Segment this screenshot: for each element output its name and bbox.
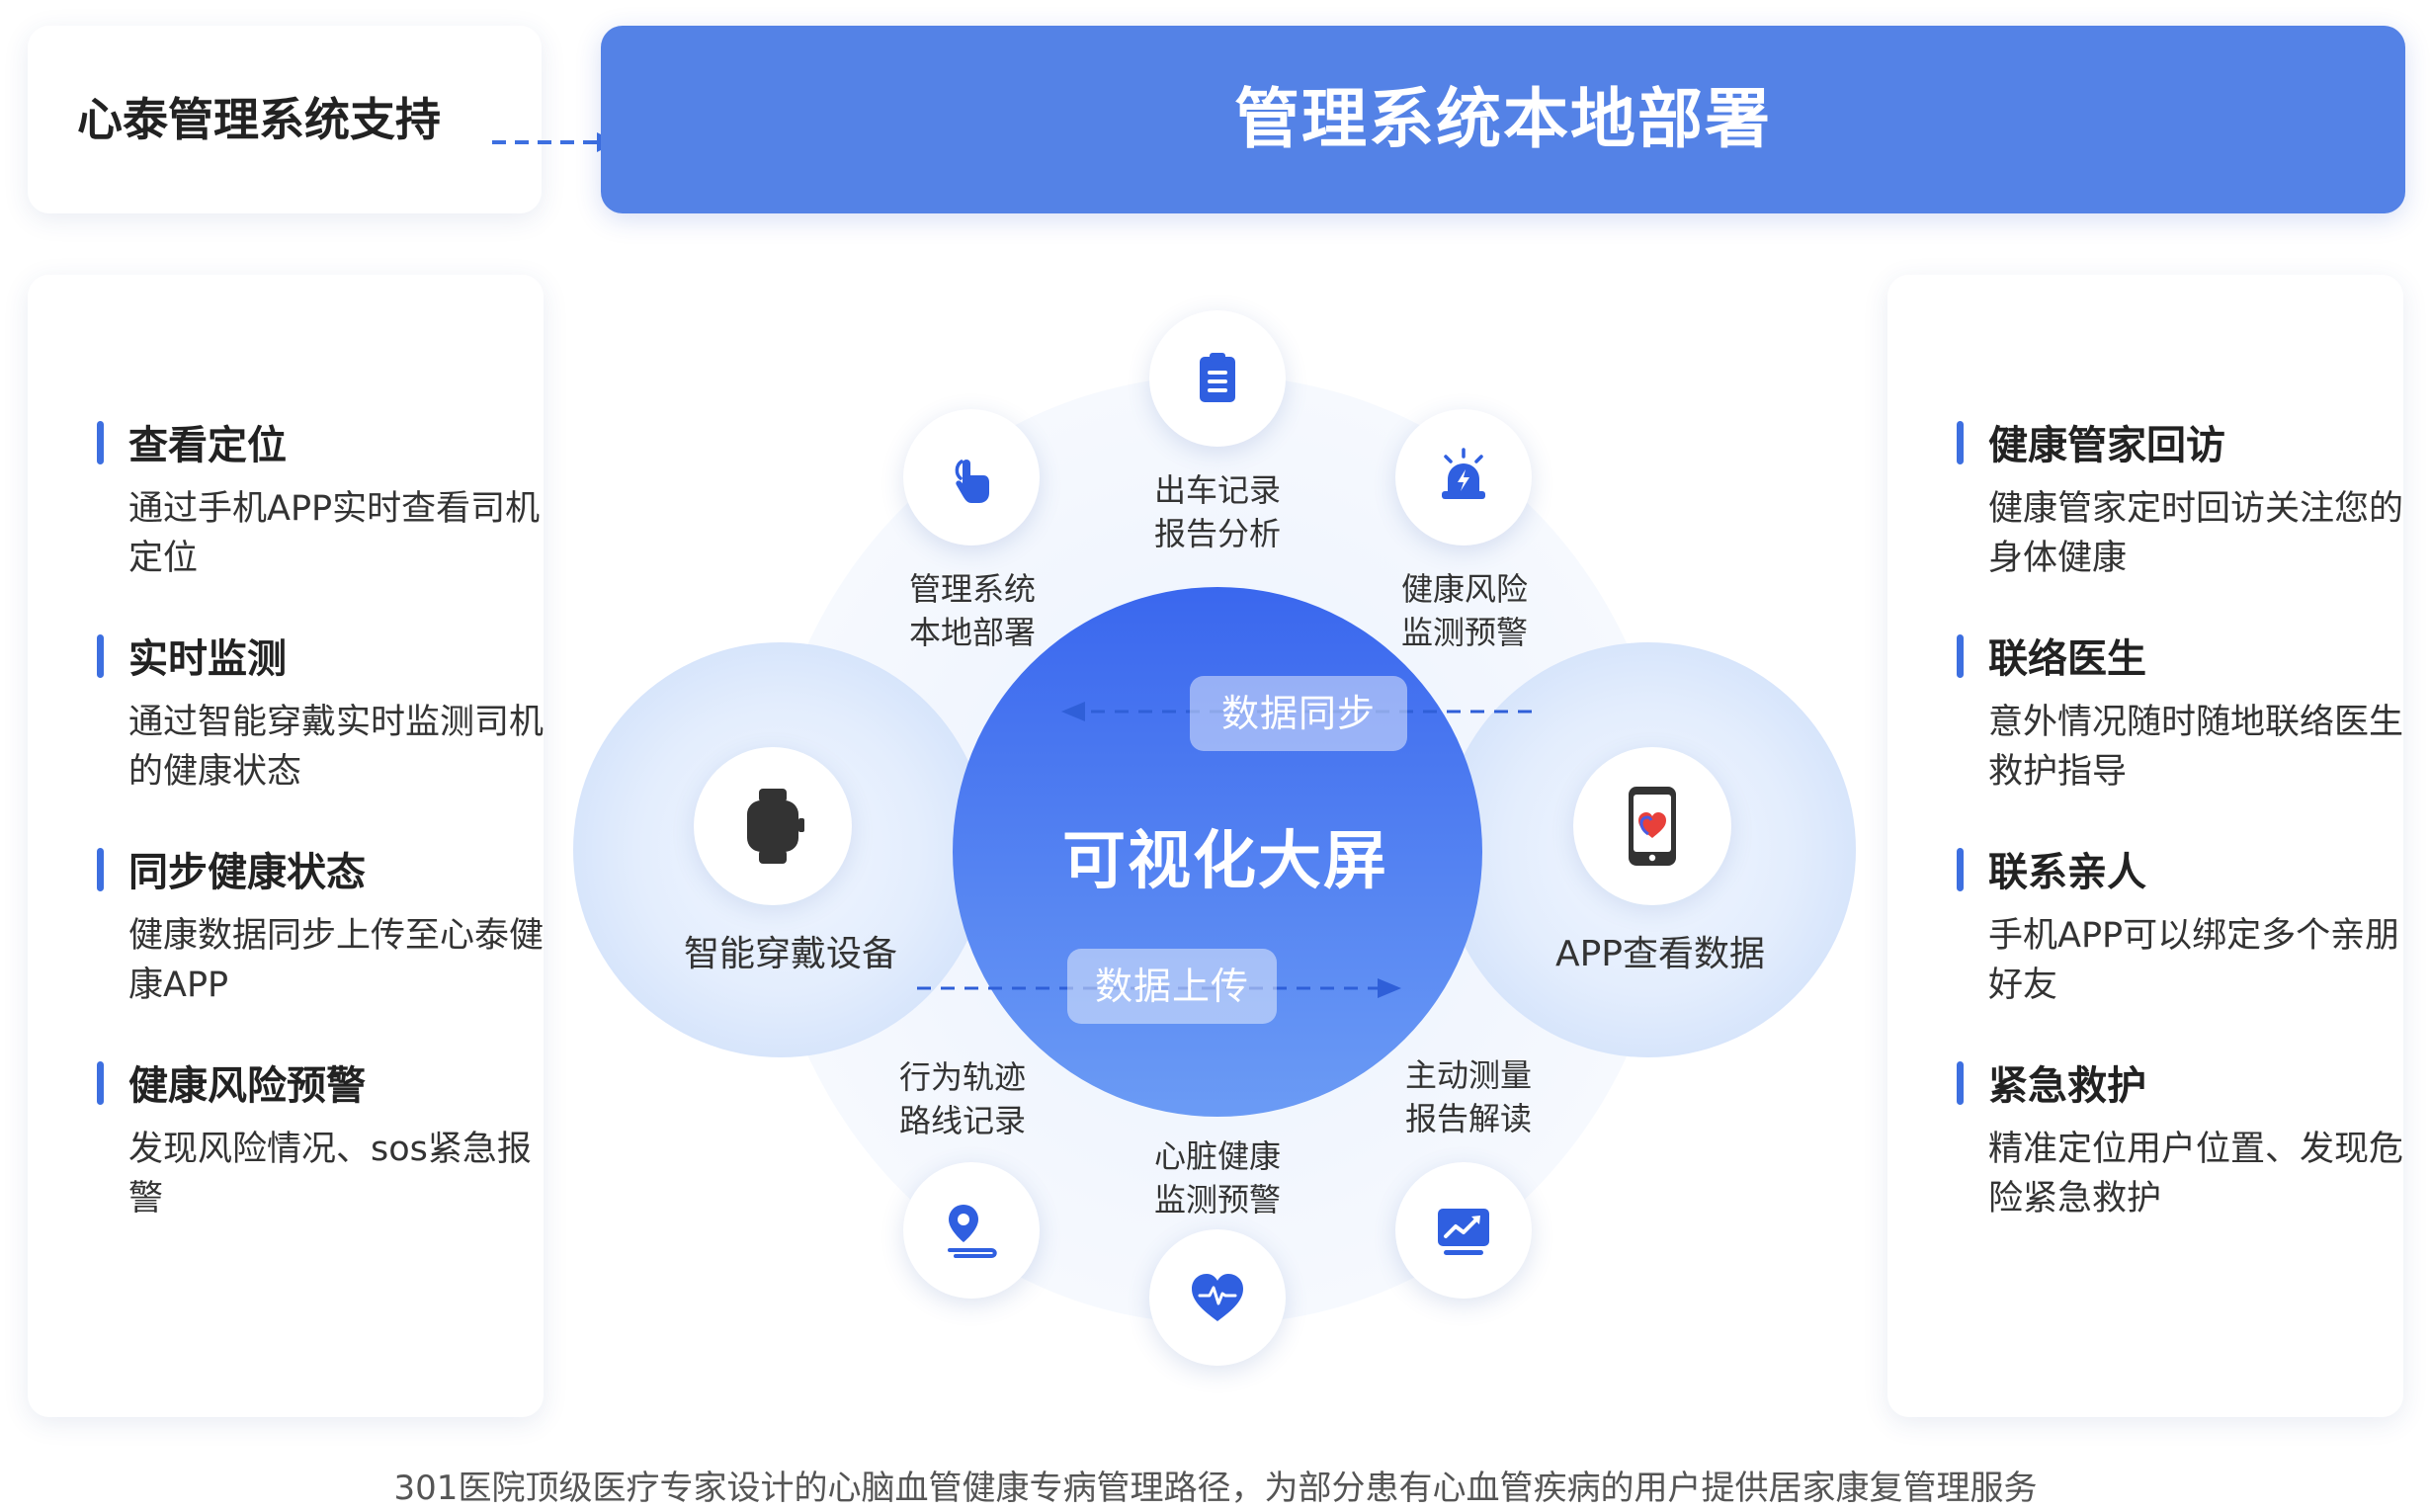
upload-arrowhead bbox=[1378, 978, 1401, 998]
phone-app-node bbox=[1573, 747, 1731, 905]
right-feature-panel: 健康管家回访 健康管家定时回访关注您的身体健康 联络医生 意外情况随时随地联络医… bbox=[1887, 275, 2403, 1417]
deploy-label-line1: 管理系统 bbox=[908, 570, 1036, 608]
feature-title: 联系亲人 bbox=[1988, 850, 2146, 895]
sync-arrowhead bbox=[1061, 702, 1085, 721]
feature-title: 健康管家回访 bbox=[1988, 423, 2225, 468]
heart-node bbox=[1149, 1229, 1286, 1366]
heart-pulse-icon bbox=[1192, 1274, 1243, 1321]
track-label-line2: 路线记录 bbox=[898, 1102, 1026, 1139]
support-label: 心泰管理系统支持 bbox=[77, 93, 441, 146]
left-feature-panel: 查看定位 通过手机APP实时查看司机定位 实时监测 通过智能穿戴实时监测司机的健… bbox=[28, 275, 544, 1417]
feature-title: 健康风险预警 bbox=[128, 1063, 366, 1109]
report-label-line1: 出车记录 bbox=[1153, 471, 1281, 509]
risk-label-line1: 健康风险 bbox=[1400, 570, 1528, 608]
data-sync-pill: 数据同步 bbox=[1190, 676, 1407, 751]
feature-title: 紧急救护 bbox=[1988, 1063, 2146, 1109]
right-device-label: APP查看数据 bbox=[1554, 934, 1766, 974]
accent-bar bbox=[1957, 634, 1964, 678]
heart-label: 心脏健康 监测预警 bbox=[1099, 1134, 1336, 1221]
feature-desc: 通过智能穿戴实时监测司机的健康状态 bbox=[128, 703, 545, 792]
measure-label-line2: 报告解读 bbox=[1404, 1100, 1532, 1137]
center-title: 可视化大屏 bbox=[1062, 825, 1388, 898]
accent-bar bbox=[97, 1061, 104, 1105]
feature-desc: 手机APP可以绑定多个亲朋好友 bbox=[1988, 916, 2400, 1005]
accent-bar bbox=[97, 848, 104, 891]
heart-label-line1: 心脏健康 bbox=[1153, 1137, 1281, 1175]
deploy-label-line2: 本地部署 bbox=[908, 614, 1036, 651]
smartwatch-icon bbox=[747, 789, 804, 864]
trend-chart-icon bbox=[1438, 1209, 1489, 1255]
accent-bar bbox=[1957, 421, 1964, 464]
feature-title: 实时监测 bbox=[128, 636, 287, 682]
heart-label-line2: 监测预警 bbox=[1153, 1181, 1281, 1218]
footer-caption: 301医院顶级医疗专家设计的心脑血管健康专病管理路径，为部分患有心血管疾病的用户… bbox=[393, 1469, 2038, 1508]
feature-desc: 精准定位用户位置、发现危险紧急救护 bbox=[1988, 1130, 2404, 1218]
report-label: 出车记录 报告分析 bbox=[1099, 468, 1336, 555]
measure-node bbox=[1395, 1162, 1532, 1299]
track-label: 行为轨迹 路线记录 bbox=[844, 1055, 1081, 1142]
phone-app-icon bbox=[1629, 787, 1676, 866]
left-device-label: 智能穿戴设备 bbox=[683, 934, 897, 974]
alarm-siren-icon bbox=[1442, 448, 1485, 499]
deploy-label: 管理系统 本地部署 bbox=[854, 567, 1091, 654]
banner-title: 管理系统本地部署 bbox=[1234, 81, 1772, 157]
feature-desc: 意外情况随时随地联络医生救护指导 bbox=[1988, 703, 2404, 792]
smartwatch-node bbox=[694, 747, 852, 905]
track-node bbox=[903, 1162, 1040, 1299]
data-upload-pill: 数据上传 bbox=[1067, 949, 1277, 1024]
touch-hand-icon bbox=[955, 460, 989, 503]
measure-label: 主动测量 报告解读 bbox=[1350, 1053, 1587, 1140]
measure-label-line1: 主动测量 bbox=[1404, 1056, 1532, 1094]
track-label-line1: 行为轨迹 bbox=[898, 1058, 1026, 1096]
feature-desc: 健康数据同步上传至心泰健康APP bbox=[128, 916, 545, 1005]
feature-title: 查看定位 bbox=[128, 423, 287, 468]
report-node bbox=[1149, 310, 1286, 447]
risk-label-line2: 监测预警 bbox=[1400, 614, 1528, 651]
report-label-line2: 报告分析 bbox=[1153, 515, 1281, 552]
support-card: 心泰管理系统支持 bbox=[28, 26, 617, 213]
accent-bar bbox=[1957, 1061, 1964, 1105]
clipboard-icon bbox=[1200, 353, 1235, 402]
feature-desc: 健康管家定时回访关注您的身体健康 bbox=[1988, 489, 2404, 578]
location-route-icon bbox=[948, 1205, 997, 1258]
accent-bar bbox=[97, 634, 104, 678]
accent-bar bbox=[1957, 848, 1964, 891]
feature-title: 联络医生 bbox=[1988, 636, 2146, 682]
feature-desc: 发现风险情况、sos紧急报警 bbox=[128, 1130, 532, 1218]
risk-node bbox=[1395, 409, 1532, 546]
feature-title: 同步健康状态 bbox=[128, 850, 366, 895]
deploy-node bbox=[903, 409, 1040, 546]
feature-desc: 通过手机APP实时查看司机定位 bbox=[128, 489, 541, 578]
deploy-banner: 管理系统本地部署 bbox=[601, 26, 2405, 213]
risk-label: 健康风险 监测预警 bbox=[1346, 567, 1583, 654]
accent-bar bbox=[97, 421, 104, 464]
